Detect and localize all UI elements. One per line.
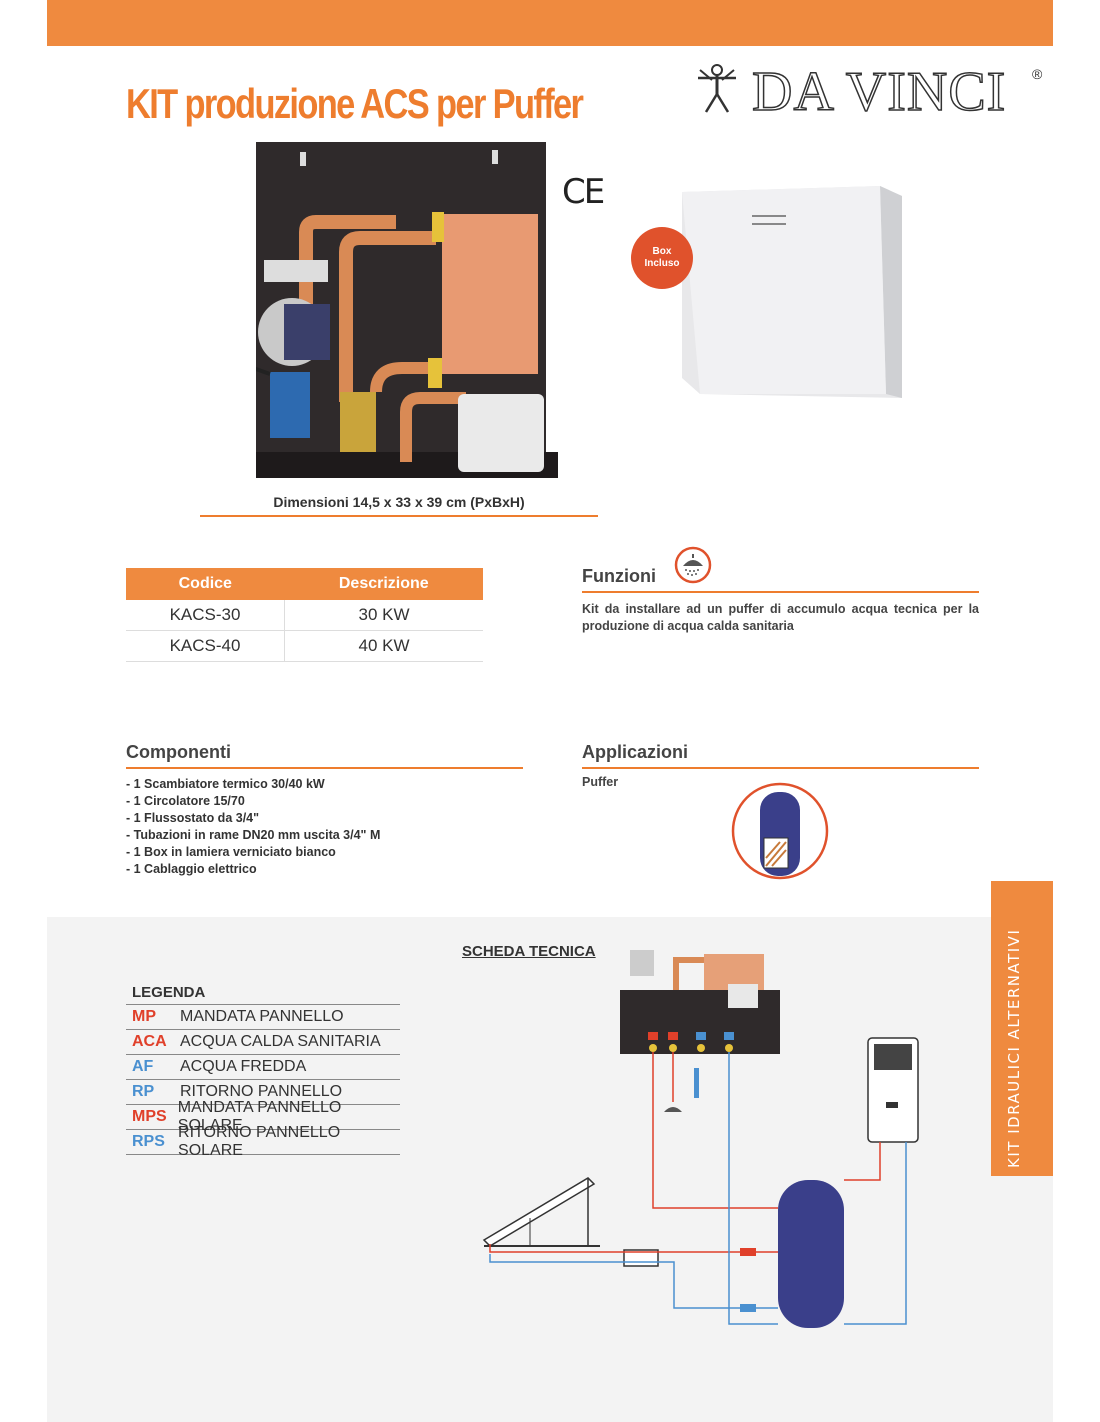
legend-desc: ACQUA FREDDA xyxy=(180,1058,307,1075)
legend-desc: MANDATA PANNELLO SOLARE xyxy=(177,1099,342,1134)
legend-title: LEGENDA xyxy=(132,984,206,1001)
legend-desc: RITORNO PANNELLO xyxy=(180,1083,343,1100)
hydraulic-schematic xyxy=(482,950,919,1328)
description-cell: 30 KW xyxy=(284,600,483,631)
water-heater-drawing xyxy=(867,1037,919,1143)
shower-icon xyxy=(674,546,712,584)
technical-section-bg xyxy=(47,917,1053,1422)
legend-row: AF ACQUA FREDDA xyxy=(126,1054,400,1079)
vitruvian-man-icon xyxy=(698,64,736,113)
legend-row: RP RITORNO PANNELLO xyxy=(126,1079,400,1104)
legend-desc: RITORNO PANNELLO SOLARE xyxy=(178,1124,341,1159)
shower-icon xyxy=(664,1107,682,1112)
solar-panel-drawing xyxy=(482,1177,600,1247)
applicazioni-text: Puffer xyxy=(582,775,619,789)
kit-unit-drawing xyxy=(620,950,780,1054)
list-item: - 1 Circolatore 15/70 xyxy=(126,794,245,808)
codes-table: Codice Descrizione KACS-30 30 KW KACS-40… xyxy=(126,568,483,662)
white-box-photo xyxy=(682,186,902,398)
funzioni-heading: Funzioni xyxy=(582,566,656,586)
dimensions-caption: Dimensioni 14,5 x 33 x 39 cm (PxBxH) xyxy=(273,494,525,510)
list-item: - Tubazioni in rame DN20 mm uscita 3/4" … xyxy=(126,828,381,842)
badge-line-2: Incluso xyxy=(644,258,680,269)
badge-line-1: Box xyxy=(652,246,672,257)
ce-mark: CE xyxy=(562,172,605,212)
header-descrizione: Descrizione xyxy=(284,568,483,600)
applicazioni-divider xyxy=(582,767,979,769)
side-category-label: KIT IDRAULICI ALTERNATIVI xyxy=(1005,928,1023,1168)
funzioni-divider xyxy=(582,591,979,593)
side-category-tab xyxy=(991,881,1053,1176)
legend-row: RPS RITORNO PANNELLO SOLARE xyxy=(126,1124,400,1159)
list-item: - 1 Flussostato da 3/4" xyxy=(126,811,260,825)
code-cell: KACS-40 xyxy=(126,630,286,662)
dimensions-divider xyxy=(200,515,598,517)
top-accent-bar xyxy=(47,0,1053,46)
legend-table: MP MANDATA PANNELLO ACA ACQUA CALDA SANI… xyxy=(126,1004,400,1159)
coil-inlet-marker xyxy=(740,1248,756,1256)
list-item: - 1 Box in lamiera verniciato bianco xyxy=(126,845,336,859)
code-cell: KACS-30 xyxy=(126,600,286,631)
legend-code: MP xyxy=(132,1008,156,1025)
legend-code: ACA xyxy=(132,1033,167,1050)
puffer-tank-drawing xyxy=(778,1180,844,1328)
table-row: KACS-40 40 KW xyxy=(126,630,483,662)
description-cell: 40 KW xyxy=(284,630,483,662)
list-item: - 1 Scambiatore termico 30/40 kW xyxy=(126,777,325,791)
legend-desc: ACQUA CALDA SANITARIA xyxy=(180,1033,381,1050)
componenti-divider xyxy=(126,767,523,769)
list-item: - 1 Cablaggio elettrico xyxy=(126,862,257,876)
legend-row: ACA ACQUA CALDA SANITARIA xyxy=(126,1029,400,1054)
legend-row: MP MANDATA PANNELLO xyxy=(126,1004,400,1029)
coil-outlet-marker xyxy=(740,1304,756,1312)
brand-logo: DA VINCI xyxy=(751,60,1007,124)
registered-mark: ® xyxy=(1032,66,1043,82)
applicazioni-heading: Applicazioni xyxy=(582,742,689,762)
product-photo xyxy=(256,142,558,478)
legend-code: AF xyxy=(132,1058,154,1075)
table-row: KACS-30 30 KW xyxy=(126,600,483,631)
legend-desc: MANDATA PANNELLO xyxy=(180,1008,344,1025)
componenti-heading: Componenti xyxy=(126,742,231,762)
legend-code: RP xyxy=(132,1083,155,1100)
scheda-tecnica-title: SCHEDA TECNICA xyxy=(462,943,596,960)
legend-code: MPS xyxy=(132,1108,167,1125)
legend-code: RPS xyxy=(132,1133,165,1150)
componenti-list: - 1 Scambiatore termico 30/40 kW - 1 Cir… xyxy=(126,776,380,878)
header-codice: Codice xyxy=(126,568,285,600)
box-included-badge: Box Incluso xyxy=(631,227,693,289)
page-title: KIT produzione ACS per Puffer xyxy=(126,80,584,127)
legend-row: MPS MANDATA PANNELLO SOLARE xyxy=(126,1099,400,1134)
puffer-tank-icon xyxy=(731,782,829,880)
funzioni-text: Kit da installare ad un puffer di accumu… xyxy=(582,602,979,633)
